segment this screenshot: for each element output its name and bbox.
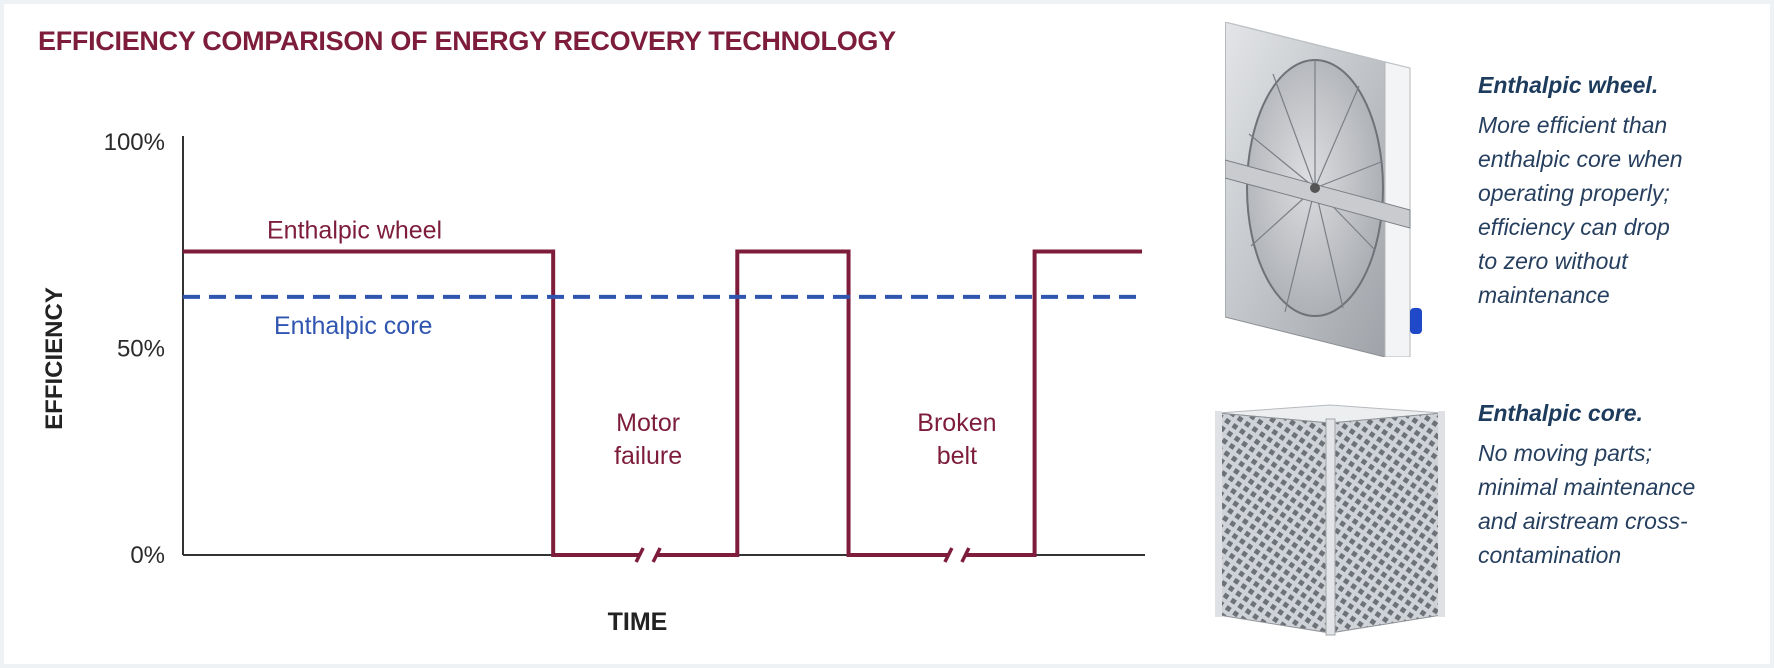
axis-break-mark xyxy=(634,547,645,563)
axis-break-mark xyxy=(943,547,954,563)
y-tick-label: 100% xyxy=(104,129,165,156)
wheel-description-title: Enthalpic wheel. xyxy=(1478,72,1659,98)
core-description-line: and airstream cross- xyxy=(1478,508,1688,534)
enthalpic-wheel-label: Enthalpic wheel xyxy=(267,216,442,244)
page-title: EFFICIENCY COMPARISON OF ENERGY RECOVERY… xyxy=(38,26,896,56)
wheel-description-line: maintenance xyxy=(1478,282,1610,308)
wheel-description-line: efficiency can drop xyxy=(1478,214,1670,240)
core-description-line: contamination xyxy=(1478,542,1622,568)
enthalpic-core-label: Enthalpic core xyxy=(274,312,432,340)
failure-annotation: failure xyxy=(614,442,682,470)
core-description-line: No moving parts; xyxy=(1478,440,1652,466)
wheel-description-line: to zero without xyxy=(1478,248,1628,274)
x-axis-label: TIME xyxy=(608,608,668,636)
wheel-description-line: enthalpic core when xyxy=(1478,146,1683,172)
wheel-description-line: More efficient than xyxy=(1478,112,1668,138)
axis-break-mark xyxy=(960,547,971,563)
wheel-description-line: operating properly; xyxy=(1478,180,1670,206)
core-description: No moving parts; minimal maintenance and… xyxy=(1478,436,1695,572)
enthalpic-wheel-image xyxy=(1225,22,1422,357)
failure-annotation: Broken xyxy=(917,409,996,437)
core-description-line: minimal maintenance xyxy=(1478,474,1696,500)
enthalpic-wheel-line xyxy=(183,249,1142,557)
y-tick-label: 50% xyxy=(117,336,165,363)
axis-break-mark xyxy=(651,547,662,563)
core-description-title: Enthalpic core. xyxy=(1478,400,1643,426)
wheel-description: More efficient than enthalpic core when … xyxy=(1478,108,1683,312)
y-tick-label: 0% xyxy=(130,542,165,569)
enthalpic-core-image xyxy=(1215,404,1445,636)
failure-annotation: belt xyxy=(937,442,977,470)
y-axis-label: EFFICIENCY xyxy=(41,287,68,430)
failure-annotation: Motor xyxy=(616,409,680,437)
